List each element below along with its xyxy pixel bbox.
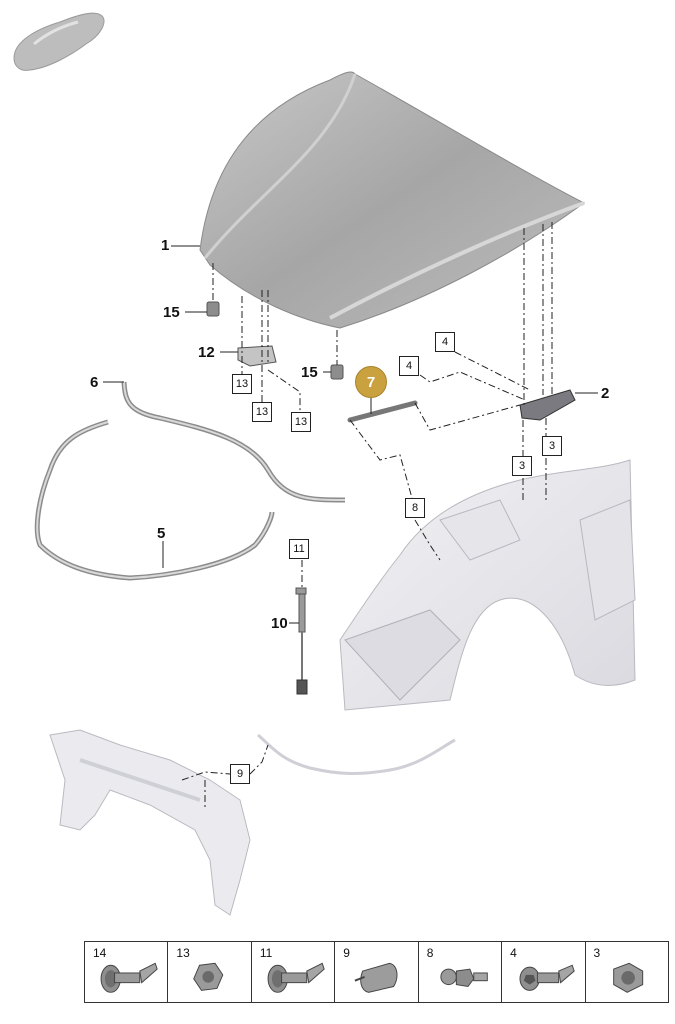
seal-part-5 <box>34 419 275 581</box>
callout-2[interactable]: 2 <box>601 385 610 402</box>
legend-number: 3 <box>593 946 601 960</box>
box-label-3a[interactable]: 3 <box>542 436 562 456</box>
box-label-4b[interactable]: 4 <box>399 356 419 376</box>
callout-15a[interactable]: 15 <box>163 304 180 321</box>
legend-number: 13 <box>176 946 190 960</box>
callout-15b[interactable]: 15 <box>301 364 318 381</box>
legend-number: 11 <box>259 946 273 960</box>
box-label-13b[interactable]: 13 <box>252 402 272 422</box>
bolt-flange-icon <box>267 962 325 993</box>
clip-icon <box>354 962 398 993</box>
box-label-13c[interactable]: 13 <box>291 412 311 432</box>
box-label-3b[interactable]: 3 <box>512 456 532 476</box>
legend-item-9[interactable]: 9 <box>335 942 419 1002</box>
box-label-9[interactable]: 9 <box>230 764 250 784</box>
legend-item-8[interactable]: 8 <box>419 942 503 1002</box>
fastener-legend: 14 13 11 9 8 <box>84 941 669 1003</box>
callout-1[interactable]: 1 <box>161 237 170 254</box>
callout-12[interactable]: 12 <box>198 344 215 361</box>
legend-number: 8 <box>426 946 434 960</box>
car-thumbnail-icon <box>13 12 105 71</box>
legend-item-13[interactable]: 13 <box>168 942 252 1002</box>
hex-nut-icon <box>612 962 643 993</box>
hood-part <box>199 71 585 329</box>
legend-item-11[interactable]: 11 <box>252 942 336 1002</box>
buffer-15b <box>330 364 344 380</box>
radiator-support-part <box>49 729 251 916</box>
legend-number: 9 <box>343 946 350 960</box>
highlighted-part-7[interactable]: 7 <box>355 366 387 398</box>
box-label-4a[interactable]: 4 <box>435 332 455 352</box>
ball-stud-icon <box>440 968 488 988</box>
legend-item-14[interactable]: 14 <box>85 942 169 1002</box>
callout-5[interactable]: 5 <box>157 525 166 542</box>
buffer-15a <box>206 301 220 317</box>
callout-10[interactable]: 10 <box>271 615 288 632</box>
hinge-part <box>519 389 576 421</box>
leader-lines <box>181 222 553 810</box>
front-body-structure <box>339 459 636 711</box>
gas-strut-part <box>347 400 418 423</box>
lock-bracket-part <box>237 345 277 367</box>
callout-6[interactable]: 6 <box>90 374 99 391</box>
box-label-13a[interactable]: 13 <box>232 374 252 394</box>
legend-item-3[interactable]: 3 <box>586 942 668 1002</box>
legend-item-4[interactable]: 4 <box>502 942 586 1002</box>
seal-part-6 <box>121 381 346 503</box>
socket-bolt-icon <box>519 964 575 991</box>
legend-number: 4 <box>510 946 517 960</box>
legend-number: 14 <box>93 946 107 960</box>
box-label-8[interactable]: 8 <box>405 498 425 518</box>
hex-nut-flange-icon <box>193 962 224 991</box>
bolt-flange-icon <box>100 962 158 993</box>
box-label-11[interactable]: 11 <box>289 539 309 559</box>
hood-buffer-part <box>295 587 308 695</box>
release-cable-part <box>257 733 456 775</box>
